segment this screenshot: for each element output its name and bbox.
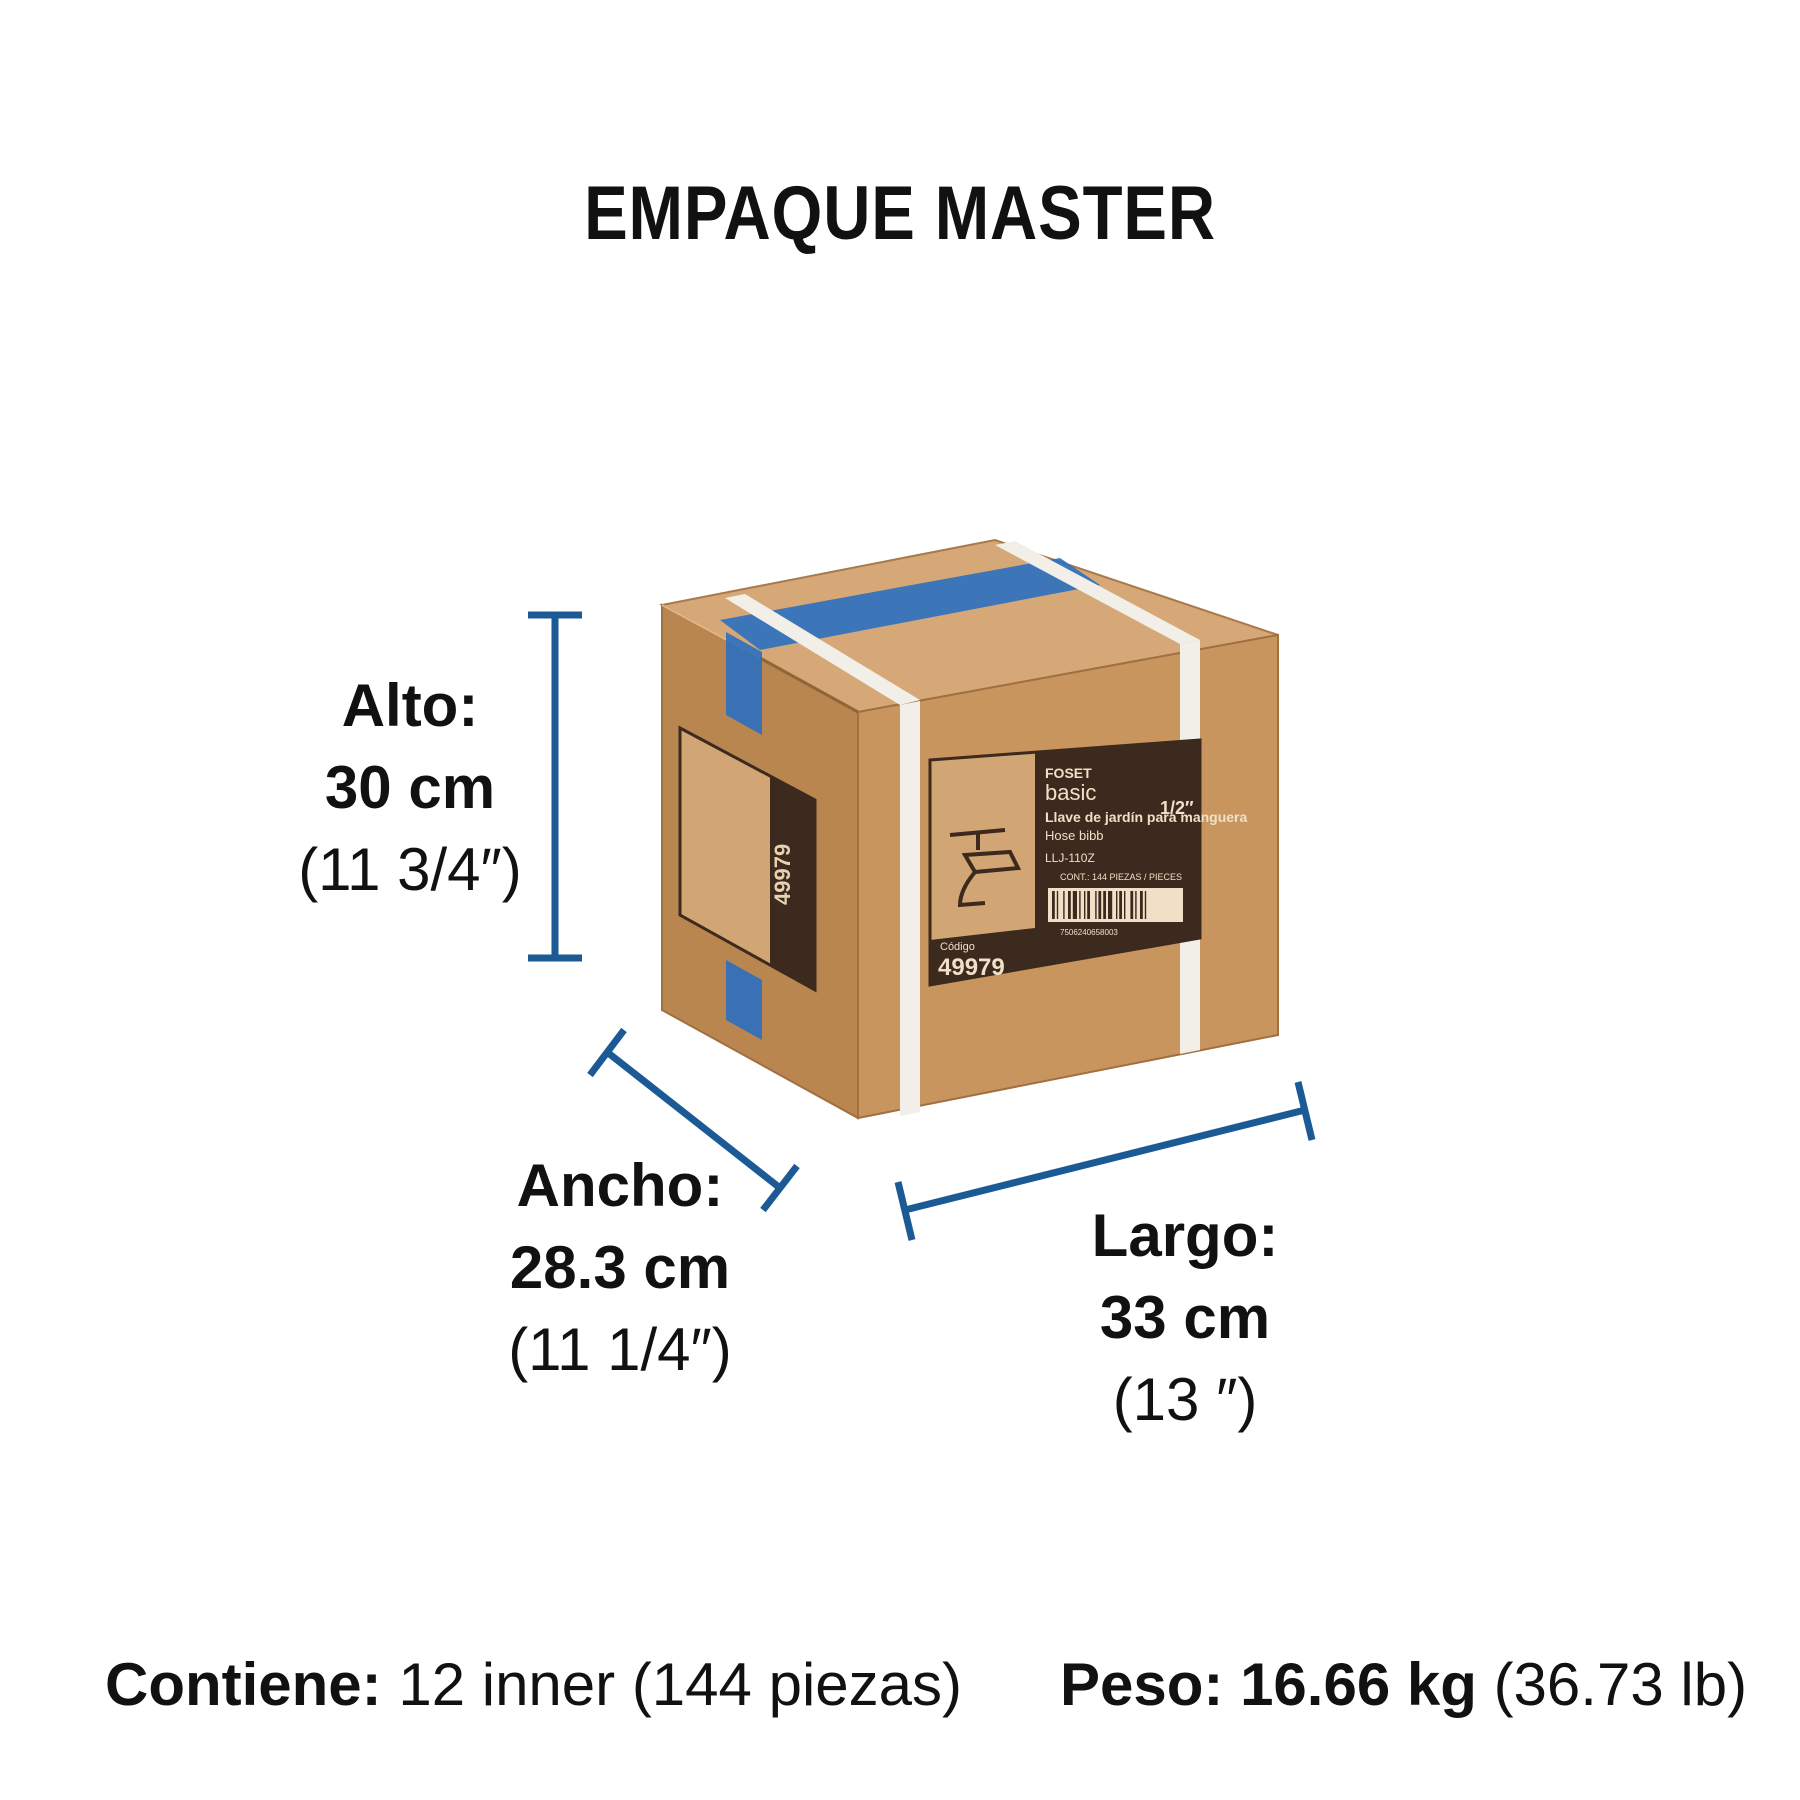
contents-info: Contiene: 12 inner (144 piezas) <box>105 1650 962 1719</box>
weight-info: Peso: 16.66 kg (36.73 lb) <box>1060 1650 1747 1719</box>
ancho-imperial: (11 1/4″) <box>508 1316 732 1383</box>
strap-left-front <box>900 701 920 1116</box>
ancho-dimension: Ancho: 28.3 cm (11 1/4″) <box>470 1145 770 1391</box>
barcode-bar <box>1068 891 1071 919</box>
label-line: basic <box>1045 780 1096 805</box>
blue-tape-side <box>726 632 762 735</box>
barcode-bar <box>1056 891 1059 919</box>
barcode-bar <box>1130 891 1134 919</box>
ancho-label: Ancho: <box>516 1152 724 1219</box>
side-label-code: 49979 <box>770 844 795 905</box>
barcode-bar <box>1095 891 1097 919</box>
ancho-metric: 28.3 cm <box>509 1234 731 1301</box>
barcode <box>1048 888 1183 922</box>
barcode-bar <box>1119 891 1122 919</box>
alto-metric: 30 cm <box>324 754 496 821</box>
label-clave: LLJ-110Z <box>1045 851 1095 865</box>
strap-left-top <box>725 594 920 705</box>
label-size: 1/2″ <box>1160 798 1194 818</box>
barcode-bar <box>1087 891 1090 919</box>
largo-dimension-line <box>904 1106 1306 1214</box>
barcode-bar <box>1072 891 1077 919</box>
barcode-bar <box>1108 891 1113 919</box>
ancho-dimension-line <box>604 1049 783 1191</box>
weight-label: Peso: <box>1060 1651 1224 1718</box>
barcode-bar <box>1116 891 1118 919</box>
label-product-en: Hose bibb <box>1045 828 1104 843</box>
contents-label: Contiene: <box>105 1651 382 1718</box>
label-brand: FOSET <box>1045 765 1092 781</box>
page-title: EMPAQUE MASTER <box>584 171 1216 256</box>
barcode-bar <box>1103 891 1106 919</box>
strap-right-top <box>995 541 1200 644</box>
barcode-bar <box>1098 891 1102 919</box>
faucet-icon <box>949 828 1022 908</box>
barcode-bar <box>1135 891 1137 919</box>
label-product-es: Llave de jardín para manguera <box>1045 809 1248 825</box>
barcode-bar <box>1063 891 1065 919</box>
label-code-caption: Código <box>940 941 975 953</box>
label-contents: CONT.: 144 PIEZAS / PIECES <box>1060 872 1182 882</box>
barcode-bar <box>1084 891 1086 919</box>
blue-tape-top <box>720 558 1100 650</box>
largo-imperial: (13 ″) <box>1112 1366 1258 1433</box>
alto-label: Alto: <box>341 672 479 739</box>
contents-value: 12 inner (144 piezas) <box>398 1651 962 1718</box>
barcode-bar <box>1124 891 1126 919</box>
label-code: 49979 <box>938 954 1005 981</box>
weight-imperial: (36.73 lb) <box>1493 1651 1748 1718</box>
barcode-number: 7506240658003 <box>1060 928 1118 937</box>
barcode-bar <box>1144 891 1147 919</box>
barcode-bar <box>1079 891 1081 919</box>
largo-metric: 33 cm <box>1099 1284 1271 1351</box>
weight-metric: 16.66 kg <box>1240 1651 1477 1718</box>
largo-label: Largo: <box>1091 1202 1279 1269</box>
barcode-bar <box>1052 891 1055 919</box>
alto-imperial: (11 3/4″) <box>298 836 522 903</box>
largo-dimension: Largo: 33 cm (13 ″) <box>1055 1195 1315 1441</box>
barcode-bar <box>1140 891 1143 919</box>
alto-dimension: Alto: 30 cm (11 3/4″) <box>280 665 540 911</box>
